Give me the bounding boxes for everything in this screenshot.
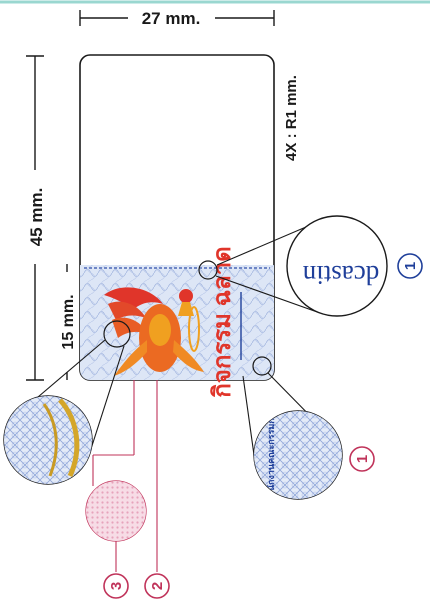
magnified-text: dcastin <box>302 260 379 290</box>
callout-number-badge <box>349 446 375 472</box>
callout-microtext-top: dcastin 1 <box>198 215 423 317</box>
garuda-emblem <box>104 287 204 376</box>
band-dimension: 15 mm. <box>60 264 77 380</box>
callout-guilloche <box>3 320 131 485</box>
callout-microtext-bottom: สำนักงานคณะกรรมการ 1 <box>242 356 375 502</box>
callout-emblem-ink: 2 <box>144 380 170 599</box>
height-label: 45 mm. <box>27 188 46 247</box>
stamp-thai-text: กิจกรรม ฉลาด <box>209 246 236 398</box>
height-dimension: 45 mm. <box>26 55 46 381</box>
callout-number: 1 <box>354 455 371 463</box>
stamp-card: 4X : R1 mm. กิจกรรม ฉลาด <box>79 54 300 398</box>
callout-number-badge <box>103 573 129 599</box>
corner-radius-label: 4X : R1 mm. <box>283 75 300 161</box>
callout-number: 2 <box>149 582 166 590</box>
callout-number: 3 <box>108 582 125 590</box>
callout-number: 1 <box>402 262 419 270</box>
callout-dot-pattern: 3 <box>85 380 147 599</box>
width-dimension: 27 mm. <box>79 9 275 28</box>
callout-number-badge <box>397 253 423 279</box>
width-label: 27 mm. <box>142 9 201 28</box>
microtext-label: สำนักงานคณะกรรมการ <box>266 408 276 502</box>
callout-number-badge <box>144 573 170 599</box>
band-label: 15 mm. <box>60 294 77 349</box>
